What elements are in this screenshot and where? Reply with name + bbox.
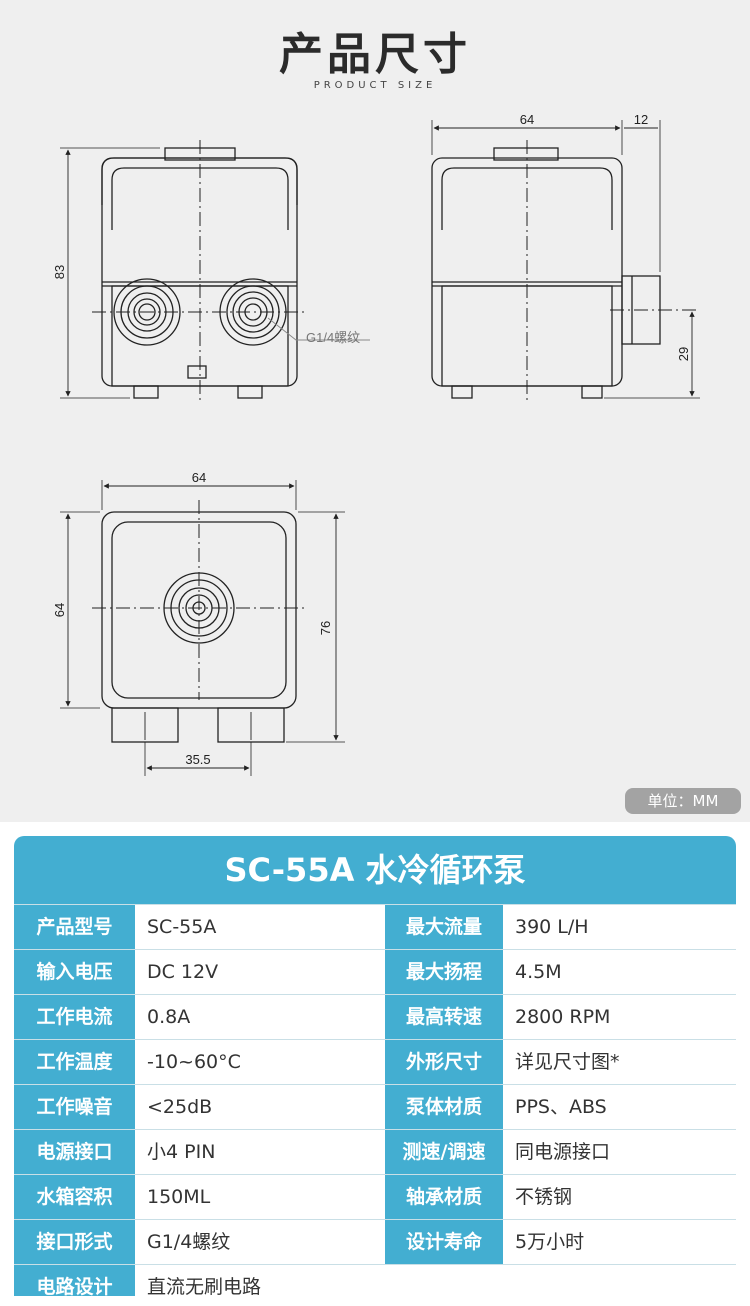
dim-side-depth: 12 — [634, 112, 648, 127]
spec-value: 详见尺寸图* — [503, 1040, 736, 1084]
spec-value: 小4 PIN — [135, 1130, 385, 1174]
spec-value: G1/4螺纹 — [135, 1220, 385, 1264]
table-row: 产品型号 SC-55A 最大流量 390 L/H — [14, 904, 736, 949]
dim-port-spacing: 35.5 — [185, 752, 210, 767]
spec-value: -10~60°C — [135, 1040, 385, 1084]
spec-label: 外形尺寸 — [385, 1040, 503, 1084]
side-view — [431, 120, 700, 400]
dim-side-port-height: 29 — [676, 347, 691, 361]
table-row: 电路设计 直流无刷电路 — [14, 1264, 736, 1296]
table-row: 水箱容积 150ML 轴承材质 不锈钢 — [14, 1174, 736, 1219]
thread-label: G1/4螺纹 — [306, 330, 360, 345]
spec-label: 接口形式 — [14, 1220, 135, 1264]
spec-label: 电路设计 — [14, 1265, 135, 1296]
dim-top-total: 76 — [318, 621, 333, 635]
spec-value: 5万小时 — [503, 1220, 736, 1264]
table-row: 工作电流 0.8A 最高转速 2800 RPM — [14, 994, 736, 1039]
page-title: 产品尺寸 — [279, 29, 471, 80]
front-view — [60, 140, 370, 400]
table-row: 输入电压 DC 12V 最大扬程 4.5M — [14, 949, 736, 994]
spec-value: 390 L/H — [503, 905, 736, 949]
spec-label: 设计寿命 — [385, 1220, 503, 1264]
spec-value: 4.5M — [503, 950, 736, 994]
top-view — [60, 480, 345, 776]
spec-label: 轴承材质 — [385, 1175, 503, 1219]
spec-label: 输入电压 — [14, 950, 135, 994]
spec-value: DC 12V — [135, 950, 385, 994]
spec-label: 工作温度 — [14, 1040, 135, 1084]
spec-label: 工作电流 — [14, 995, 135, 1039]
spec-value: 2800 RPM — [503, 995, 736, 1039]
spec-value: 0.8A — [135, 995, 385, 1039]
technical-drawing: 83 G1/4螺纹 — [52, 112, 700, 776]
table-row: 电源接口 小4 PIN 测速/调速 同电源接口 — [14, 1129, 736, 1174]
spec-label: 最大扬程 — [385, 950, 503, 994]
dim-top-width: 64 — [192, 470, 206, 485]
spec-value: PPS、ABS — [503, 1085, 736, 1129]
spec-label: 产品型号 — [14, 905, 135, 949]
dim-top-depth: 64 — [52, 603, 67, 617]
spec-label: 最大流量 — [385, 905, 503, 949]
spec-label: 电源接口 — [14, 1130, 135, 1174]
spec-label: 测速/调速 — [385, 1130, 503, 1174]
spec-table-title: SC-55A 水冷循环泵 — [14, 836, 736, 904]
spec-label: 最高转速 — [385, 995, 503, 1039]
unit-badge: 单位：MM — [625, 788, 741, 814]
spec-label: 水箱容积 — [14, 1175, 135, 1219]
spec-value: 不锈钢 — [503, 1175, 736, 1219]
spec-value: <25dB — [135, 1085, 385, 1129]
spec-label: 泵体材质 — [385, 1085, 503, 1129]
spec-value: 同电源接口 — [503, 1130, 736, 1174]
spec-section: SC-55A 水冷循环泵 产品型号 SC-55A 最大流量 390 L/H 输入… — [0, 822, 750, 1306]
spec-value: 直流无刷电路 — [135, 1265, 736, 1296]
table-row: 工作温度 -10~60°C 外形尺寸 详见尺寸图* — [14, 1039, 736, 1084]
spec-value: 150ML — [135, 1175, 385, 1219]
spec-label: 工作噪音 — [14, 1085, 135, 1129]
spec-table: SC-55A 水冷循环泵 产品型号 SC-55A 最大流量 390 L/H 输入… — [14, 836, 736, 1296]
dim-side-width: 64 — [520, 112, 534, 127]
page-subtitle: PRODUCT SIZE — [313, 80, 437, 91]
table-row: 工作噪音 <25dB 泵体材质 PPS、ABS — [14, 1084, 736, 1129]
dimension-drawing-area: 产品尺寸 PRODUCT SIZE — [52, 29, 741, 814]
dim-front-height: 83 — [52, 265, 67, 279]
table-row: 接口形式 G1/4螺纹 设计寿命 5万小时 — [14, 1219, 736, 1264]
spec-value: SC-55A — [135, 905, 385, 949]
